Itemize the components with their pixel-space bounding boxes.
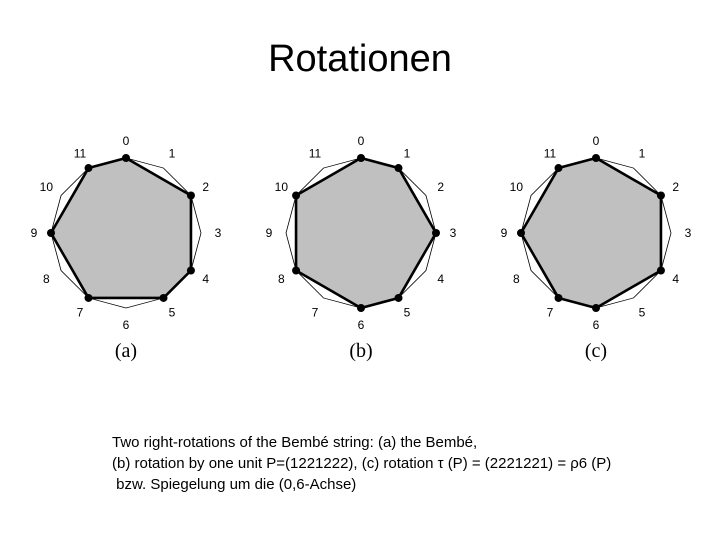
node-label: 2 [672, 180, 679, 194]
caption-line-3: bzw. Spiegelung um die (0,6-Achse) [112, 476, 357, 493]
node-label: 9 [266, 226, 273, 240]
onset-dot [159, 293, 168, 302]
node-label: 6 [123, 318, 130, 332]
onset-dot [656, 266, 665, 275]
diagram-label: (c) [585, 340, 607, 362]
diagram-row: 0 1 2 3 4 5 6 7 8 9 10 11 (a) 0 1 2 3 4 5 6 7 8 9 10 11 (b) 0 1 2 3… [0, 130, 720, 370]
diagram-c: 0 1 2 3 4 5 6 7 8 9 10 11 (c) [488, 130, 708, 370]
node-label: 11 [309, 146, 322, 160]
onset-dot [592, 304, 600, 312]
node-label: 9 [501, 226, 508, 240]
onset-dot [554, 293, 563, 302]
node-label: 2 [202, 180, 209, 194]
node-label: 3 [685, 226, 692, 240]
diagram-b: 0 1 2 3 4 5 6 7 8 9 10 11 (b) [253, 130, 473, 370]
node-label: 6 [593, 318, 600, 332]
node-label: 7 [547, 306, 554, 320]
node-label: 3 [450, 226, 457, 240]
onset-dot [84, 293, 93, 302]
diagram-a: 0 1 2 3 4 5 6 7 8 9 10 11 (a) [18, 130, 238, 370]
node-label: 1 [404, 146, 411, 160]
slide-title: Rotationen [268, 38, 452, 80]
node-label: 8 [43, 272, 50, 286]
diagram-label: (a) [115, 340, 137, 362]
node-label: 5 [404, 306, 411, 320]
node-label: 4 [202, 272, 209, 286]
node-label: 5 [639, 306, 646, 320]
node-label: 11 [544, 146, 557, 160]
node-label: 5 [169, 306, 176, 320]
onset-dot [292, 266, 301, 275]
node-label: 2 [437, 180, 444, 194]
node-label: 0 [358, 134, 365, 148]
node-label: 4 [437, 272, 444, 286]
node-label: 7 [77, 306, 84, 320]
onset-dot [656, 191, 665, 200]
onset-dot [122, 154, 130, 162]
onset-dot [292, 191, 301, 200]
onset-polygon [49, 156, 193, 300]
onset-dot [357, 154, 365, 162]
node-label: 10 [40, 180, 54, 194]
onset-dot [186, 266, 195, 275]
onset-dot [432, 229, 440, 237]
node-label: 1 [639, 146, 646, 160]
onset-dot [47, 229, 55, 237]
onset-dot [517, 229, 525, 237]
node-label: 0 [123, 134, 130, 148]
node-label: 10 [275, 180, 289, 194]
node-label: 6 [358, 318, 365, 332]
onset-polygon [519, 156, 663, 310]
node-label: 9 [31, 226, 38, 240]
node-label: 10 [510, 180, 524, 194]
node-label: 7 [312, 306, 319, 320]
polygon-diagram-b: 0 1 2 3 4 5 6 7 8 9 10 11 (b) [266, 134, 457, 362]
node-label: 0 [593, 134, 600, 148]
polygon-diagram-c: 0 1 2 3 4 5 6 7 8 9 10 11 (c) [501, 134, 692, 362]
caption-line-2: (b) rotation by one unit P=(1221222), (c… [112, 455, 612, 472]
onset-dot [592, 154, 600, 162]
caption: Two right-rotations of the Bembé string:… [112, 432, 712, 495]
node-label: 1 [169, 146, 176, 160]
diagram-label: (b) [349, 340, 372, 362]
onset-dot [186, 191, 195, 200]
node-label: 8 [278, 272, 285, 286]
onset-dot [554, 164, 563, 173]
onset-polygon [294, 156, 438, 310]
onset-dot [357, 304, 365, 312]
caption-line-1: Two right-rotations of the Bembé string:… [112, 434, 478, 451]
node-label: 4 [672, 272, 679, 286]
node-label: 3 [215, 226, 222, 240]
node-label: 8 [513, 272, 520, 286]
onset-dot [394, 293, 403, 302]
onset-dot [394, 164, 403, 173]
node-label: 11 [74, 146, 87, 160]
onset-dot [84, 164, 93, 173]
polygon-diagram-a: 0 1 2 3 4 5 6 7 8 9 10 11 (a) [31, 134, 222, 362]
